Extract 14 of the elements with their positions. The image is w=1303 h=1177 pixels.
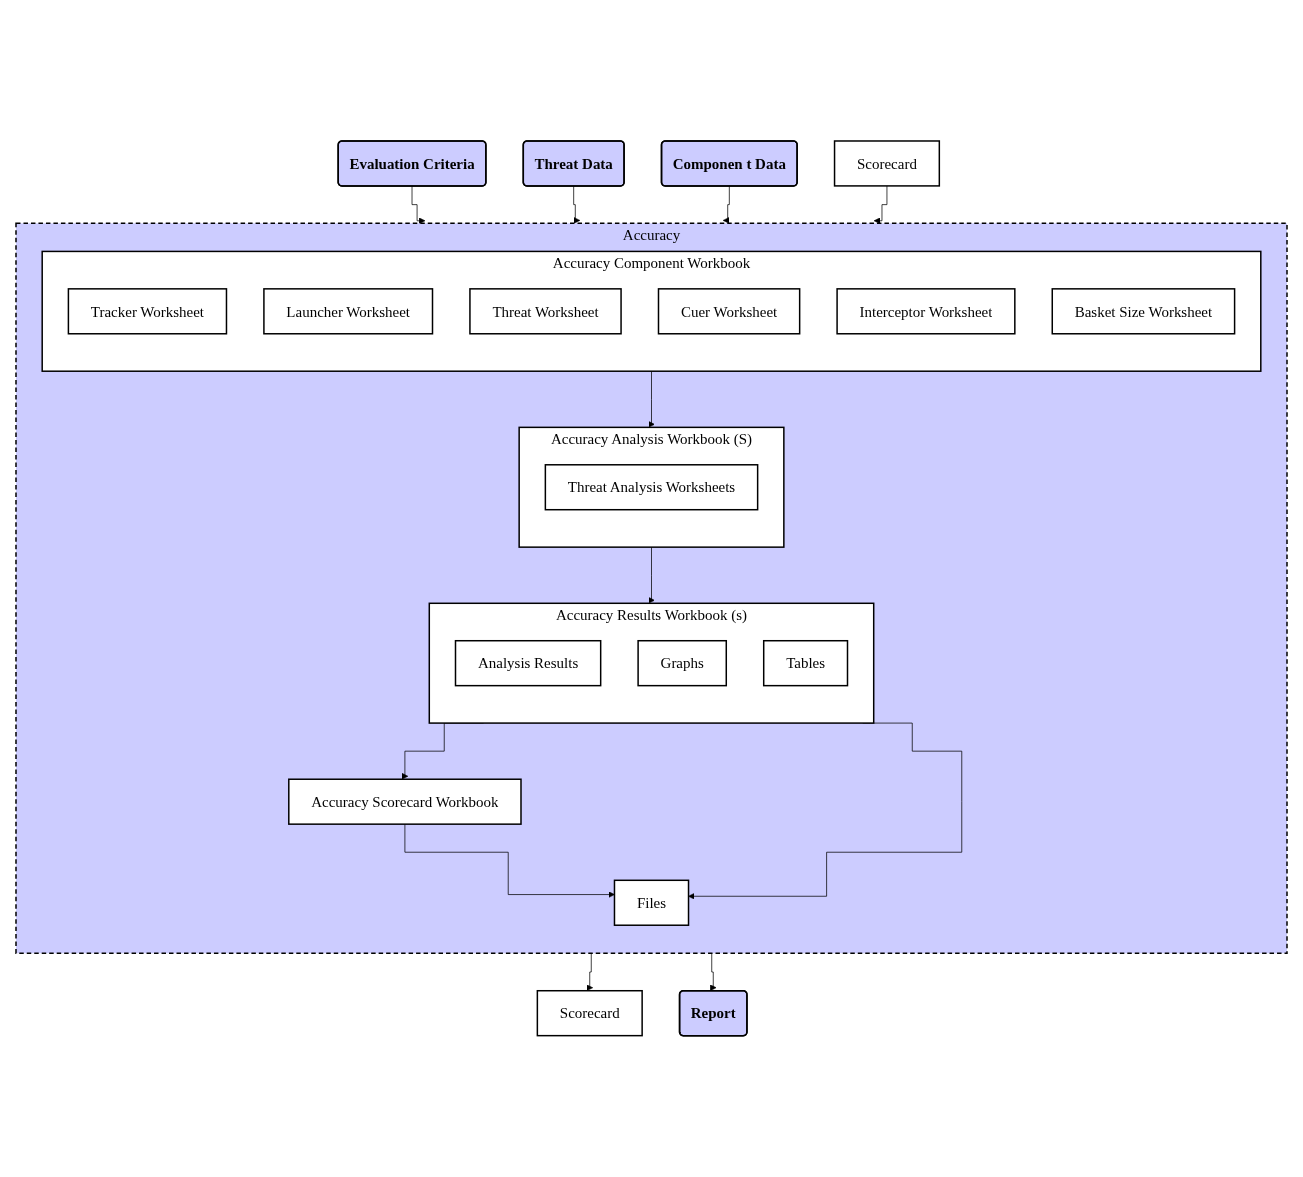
node-box: Threat Analysis Worksheets: [544, 464, 759, 511]
node-box: Threat Worksheet: [469, 288, 622, 335]
node-box: Launcher Worksheet: [263, 288, 434, 335]
node-box: Basket Size Worksheet: [1051, 288, 1236, 335]
node-box: Cuer Worksheet: [657, 288, 801, 335]
node-box: Tracker Worksheet: [67, 288, 228, 335]
node-box: Analysis Results: [454, 640, 602, 687]
node-box: Files: [613, 879, 690, 927]
node-box: Scorecard: [833, 140, 941, 187]
node-box: Graphs: [637, 640, 727, 687]
node-box: Scorecard: [536, 990, 643, 1037]
node-box: Tables: [762, 640, 849, 687]
node-box: Accuracy Scorecard Workbook: [288, 778, 522, 826]
node-box: Interceptor Worksheet: [836, 288, 1016, 335]
